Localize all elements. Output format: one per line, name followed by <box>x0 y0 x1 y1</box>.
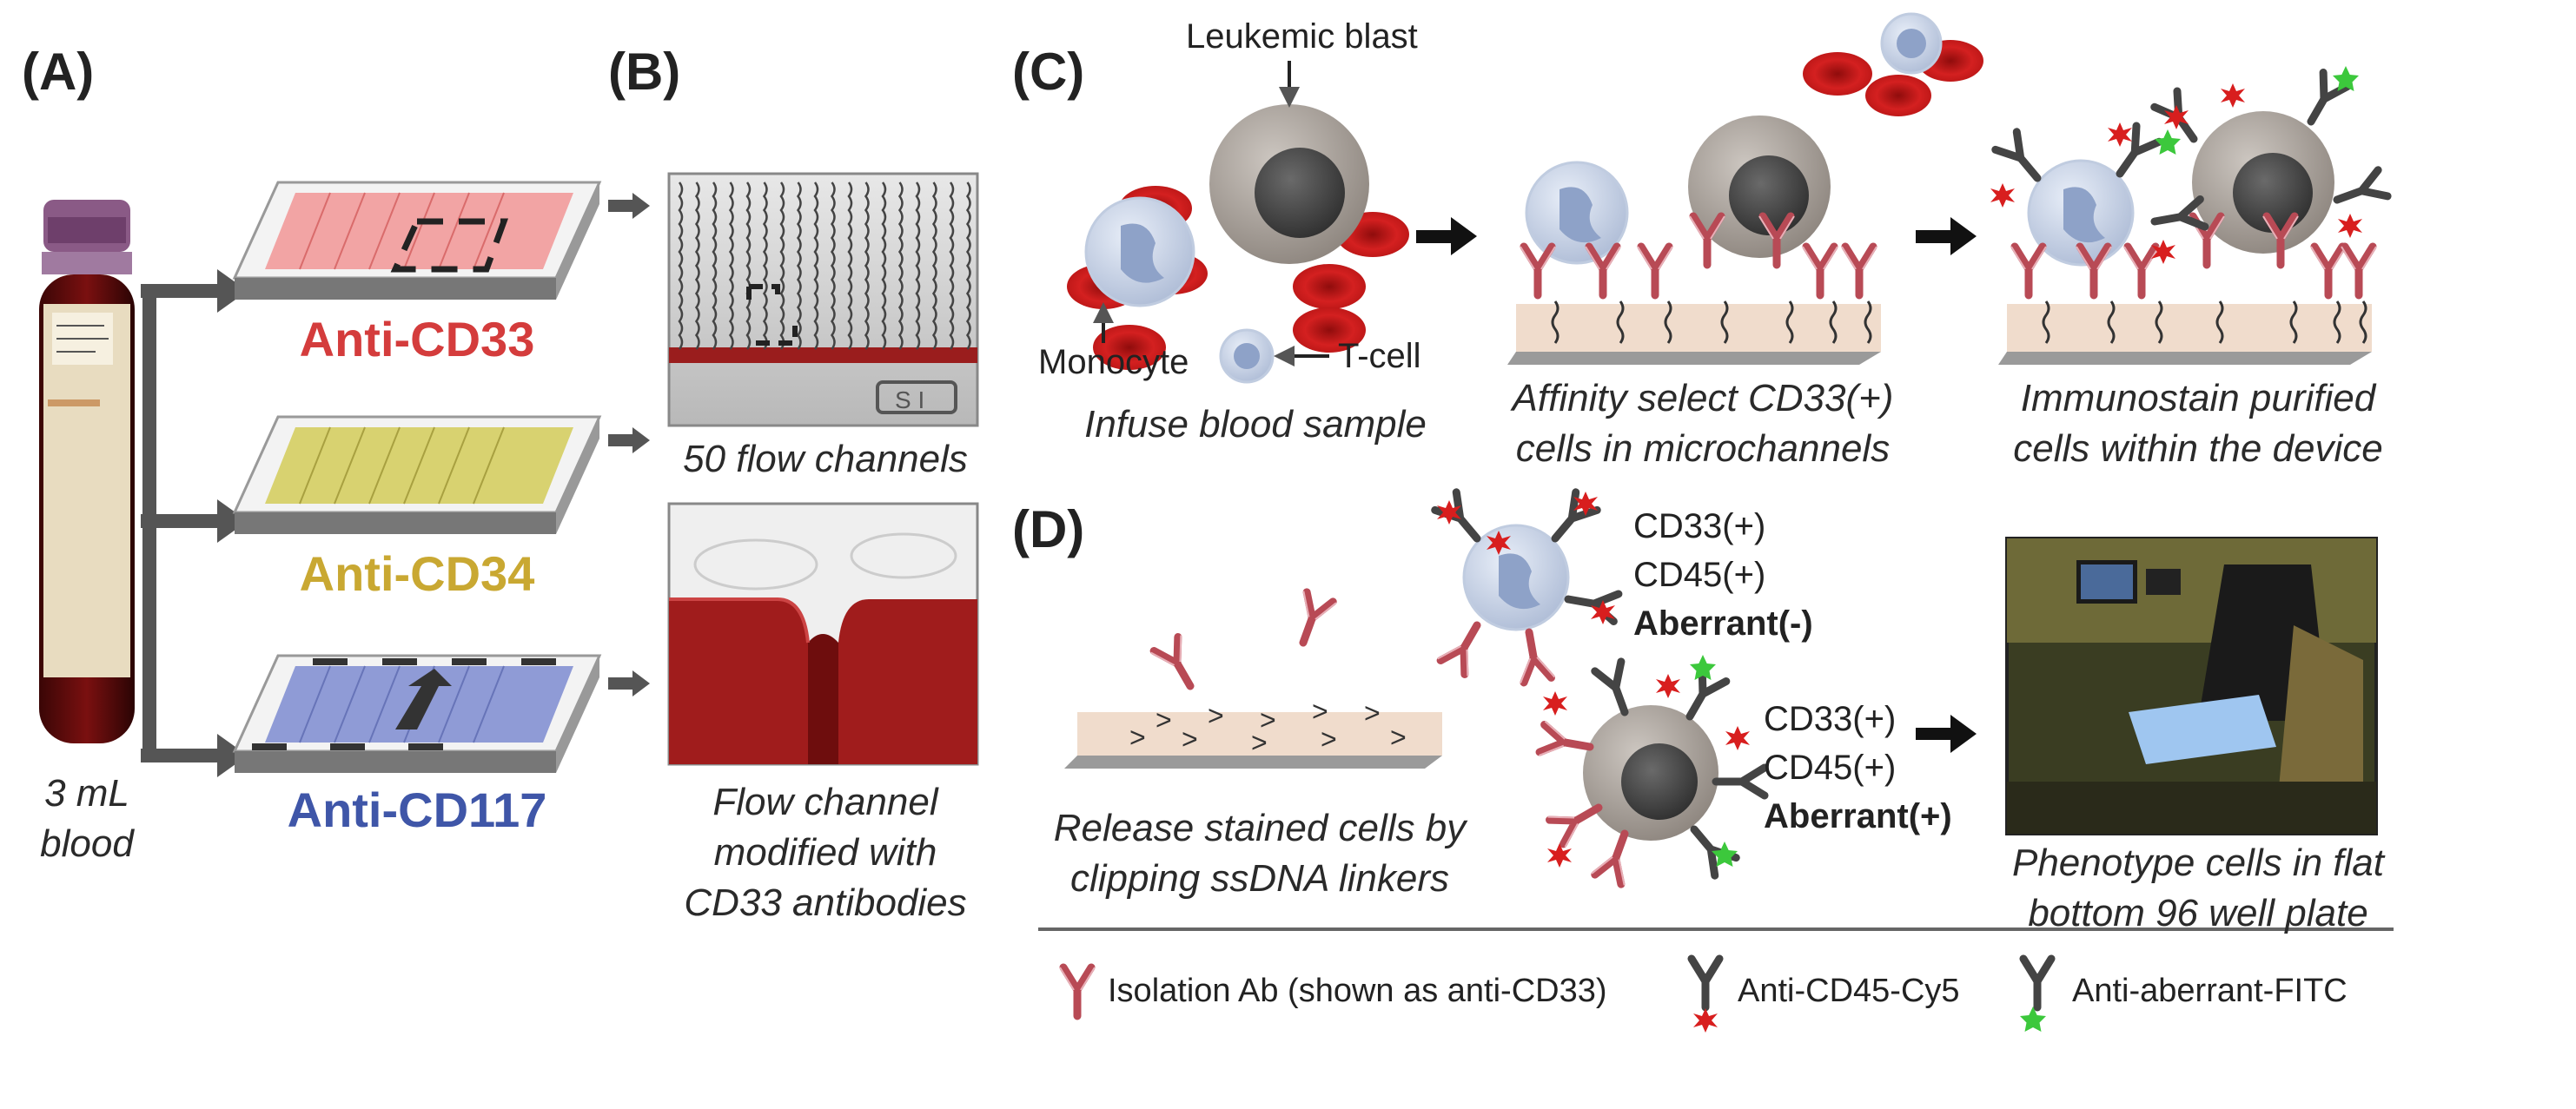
flow-channel-line <box>678 182 684 350</box>
release-substrate: >>>>> >>>>> <box>1064 696 1442 769</box>
stage2-caption: Affinity select CD33(+) cells in microch… <box>1486 373 1920 474</box>
caption-line: modified with <box>713 831 937 874</box>
flow-channel-caption: Flow channel modified with CD33 antibodi… <box>643 777 1008 928</box>
monocyte-label: Monocyte <box>1038 343 1189 381</box>
chip-cd33 <box>232 181 602 300</box>
flow-channel-line <box>931 182 937 350</box>
stage1-caption: Infuse blood sample <box>1084 403 1427 446</box>
cd45-label: CD45(+) <box>1633 556 1766 594</box>
caption-line: Immunostain purified <box>2020 377 2376 419</box>
flow-channel-line <box>949 182 955 350</box>
substrate-2 <box>1507 304 1881 365</box>
release-caption: Release stained cells by clipping ssDNA … <box>1034 803 1486 904</box>
caption-line: Phenotype cells in flat <box>2011 842 2385 884</box>
anti-cd45-antibody-icon <box>1692 959 1719 1007</box>
svg-text:>: > <box>1321 723 1337 755</box>
svg-text:>: > <box>1390 722 1407 753</box>
cd33-label: CD33(+) <box>1764 700 1897 738</box>
svg-text:>: > <box>1129 722 1146 753</box>
flow-channel-line <box>813 182 819 350</box>
chip-label-cd34: Anti-CD34 <box>299 546 535 601</box>
flow-channel-line <box>779 182 785 350</box>
leukemic-blast-label: Leukemic blast <box>1186 17 1418 56</box>
flow-channel-line <box>694 182 700 350</box>
caption-line: Flow channel <box>712 781 938 823</box>
aberrant-label: Aberrant(+) <box>1764 797 1952 835</box>
aberrant-label: Aberrant(-) <box>1633 604 1813 643</box>
microscope-photo <box>2005 537 2378 835</box>
cell1-phenotype: CD33(+) CD45(+) Aberrant(-) <box>1633 502 1813 648</box>
legend-aberrant-label: Anti-aberrant-FITC <box>2072 973 2348 1009</box>
chip-label-cd33: Anti-CD33 <box>299 312 535 366</box>
svg-text:>: > <box>1251 727 1268 758</box>
flow-channel-line <box>830 182 836 350</box>
caption-line: bottom 96 well plate <box>2028 892 2368 934</box>
blood-caption-line: 3 mL <box>44 772 129 815</box>
panel-label-c: (C) <box>1012 43 1085 101</box>
caption-line: cells in microchannels <box>1515 427 1891 470</box>
caption-line: Affinity select CD33(+) <box>1512 377 1894 419</box>
panel-label-b: (B) <box>608 43 681 101</box>
cd45-label: CD45(+) <box>1764 749 1897 787</box>
flow-channel-line <box>745 182 752 350</box>
isolation-antibody-icon <box>1060 967 1095 1016</box>
flow-channel-closeup <box>667 502 979 766</box>
legend-cd45-label: Anti-CD45-Cy5 <box>1738 973 1960 1009</box>
blood-caption: 3 mL blood <box>17 769 156 869</box>
cell2-phenotype: CD33(+) CD45(+) Aberrant(+) <box>1764 695 1952 841</box>
t-cell-label: T-cell <box>1338 337 1421 375</box>
flow-channel-line <box>864 182 870 350</box>
anti-aberrant-antibody-icon <box>2023 959 2051 1007</box>
chip-cd117 <box>232 654 602 773</box>
blood-caption-line: blood <box>40 822 134 865</box>
blood-tube <box>39 200 135 743</box>
svg-text:>: > <box>1208 700 1224 731</box>
substrate-3 <box>1998 304 2372 365</box>
caption-line: cells within the device <box>2013 427 2383 470</box>
legend-isolation-label: Isolation Ab (shown as anti-CD33) <box>1108 973 1607 1009</box>
svg-text:S I: S I <box>895 386 924 413</box>
flow-channel-line <box>897 182 904 350</box>
svg-text:>: > <box>1364 697 1381 729</box>
caption-line: clipping ssDNA linkers <box>1069 857 1450 900</box>
pheno-caption: Phenotype cells in flat bottom 96 well p… <box>1972 838 2424 939</box>
svg-text:>: > <box>1156 704 1172 736</box>
chip-label-cd117: Anti-CD117 <box>287 782 547 837</box>
panel-label-a: (A) <box>22 43 95 101</box>
flow-channel-line <box>712 182 718 350</box>
caption-line: CD33 antibodies <box>684 881 967 924</box>
branch-arrows <box>141 284 217 762</box>
panel-label-d: (D) <box>1012 500 1085 558</box>
flow-channel-line <box>762 182 768 350</box>
svg-text:>: > <box>1260 704 1276 736</box>
cd33-label: CD33(+) <box>1633 507 1766 545</box>
flow-channel-line <box>881 182 887 350</box>
flow-channels-image: S I <box>667 172 979 427</box>
svg-text:>: > <box>1182 723 1198 755</box>
caption-line: Release stained cells by <box>1053 807 1467 849</box>
rbc-group-2 <box>1803 40 1983 116</box>
flow-channel-line <box>915 182 921 350</box>
chip-cd34 <box>232 415 602 534</box>
svg-text:>: > <box>1312 696 1328 727</box>
stage3-caption: Immunostain purified cells within the de… <box>1972 373 2424 474</box>
flow-channels-caption: 50 flow channels <box>683 438 968 480</box>
flow-channel-line <box>728 182 734 350</box>
flow-channel-line <box>796 182 802 350</box>
flow-channel-line <box>847 182 853 350</box>
flow-channel-line <box>965 182 971 350</box>
